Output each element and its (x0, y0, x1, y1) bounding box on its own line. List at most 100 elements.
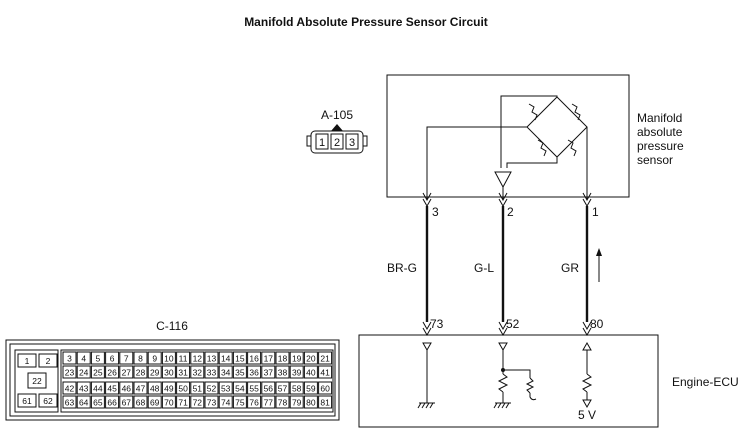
ecu-pin-52: 52 (506, 317, 520, 331)
c116-pin-70: 70 (164, 398, 174, 408)
c116-pin-41: 41 (320, 368, 330, 378)
sensor-label-line-4: sensor (637, 153, 673, 167)
c116-pin-cell (176, 351, 191, 365)
c116-pin-cell (161, 395, 176, 409)
c116-pin-76: 76 (249, 398, 259, 408)
c116-pin-cell (218, 381, 233, 395)
c116-pin-cell (190, 381, 205, 395)
c116-pin-cell (232, 381, 247, 395)
wire-gr: 1 GR 80 (561, 192, 604, 337)
c116-pin-cell (232, 365, 247, 379)
c116-pin-cell (147, 395, 162, 409)
c116-pin-21: 21 (320, 354, 330, 364)
sensor-label-line-3: pressure (637, 139, 684, 153)
c116-pin-cell (247, 365, 262, 379)
c116-pin-1: 1 (25, 356, 30, 366)
c116-pin-25: 25 (93, 368, 103, 378)
c116-pin-cell (275, 381, 290, 395)
c116-pin-47: 47 (136, 384, 146, 394)
c116-pin-73: 73 (207, 398, 217, 408)
c116-pin-3: 3 (67, 354, 72, 364)
c116-pin-cell (247, 395, 262, 409)
c116-pin-64: 64 (79, 398, 89, 408)
c116-pin-30: 30 (164, 368, 174, 378)
ground-symbol (493, 402, 511, 409)
c116-pin-cell (218, 351, 233, 365)
c116-pin-cell (204, 381, 219, 395)
connector-a105-label: A-105 (321, 108, 353, 122)
c116-pin-27: 27 (122, 368, 132, 378)
c116-pin-cell (76, 395, 91, 409)
wire-color-br-g: BR-G (387, 261, 417, 275)
c116-pin-cell (62, 365, 77, 379)
c116-pin-77: 77 (264, 398, 274, 408)
c116-pin-2: 2 (46, 356, 51, 366)
c116-pin-cell (105, 395, 120, 409)
c116-pin-cell (275, 395, 290, 409)
c116-pin-cell (275, 351, 290, 365)
c116-pin-cell (133, 351, 148, 365)
c116-pin-67: 67 (122, 398, 132, 408)
c116-pin-23: 23 (65, 368, 75, 378)
c116-pin-cell (218, 395, 233, 409)
c116-pin-50: 50 (178, 384, 188, 394)
c116-pin-35: 35 (235, 368, 245, 378)
c116-pin-cell (105, 365, 120, 379)
connector-c116-label: C-116 (156, 319, 188, 333)
c116-pin-cell (147, 365, 162, 379)
c116-pin-cell (76, 351, 91, 365)
c116-pin-cell (119, 395, 134, 409)
c116-pin-57: 57 (278, 384, 288, 394)
c116-pin-cell (90, 381, 105, 395)
c116-pin-62: 62 (43, 396, 53, 406)
c116-pin-cell (90, 395, 105, 409)
c116-pin-cell (318, 381, 333, 395)
c116-pin-53: 53 (221, 384, 231, 394)
c116-pin-cell (204, 395, 219, 409)
c116-pin-cell (275, 365, 290, 379)
c116-pin-cell (161, 351, 176, 365)
c116-pin-17: 17 (264, 354, 274, 364)
c116-pin-54: 54 (235, 384, 245, 394)
c116-pin-74: 74 (221, 398, 231, 408)
c116-pin-cell (289, 365, 304, 379)
c116-pin-71: 71 (178, 398, 188, 408)
c116-pin-31: 31 (178, 368, 188, 378)
c116-pin-56: 56 (264, 384, 274, 394)
sensor-block: Manifold absolute pressure sensor (386, 74, 684, 200)
wire-g-l: 2 G-L 52 (474, 192, 520, 337)
connector-a105: A-105 1 2 3 (306, 108, 368, 154)
sensor-pin-3: 3 (432, 205, 439, 219)
c116-pin-32: 32 (193, 368, 203, 378)
c116-pin-16: 16 (249, 354, 259, 364)
c116-pin-cell (190, 365, 205, 379)
ecu-pin-73: 73 (430, 317, 444, 331)
c116-pin-48: 48 (150, 384, 160, 394)
c116-pin-68: 68 (136, 398, 146, 408)
c116-pin-79: 79 (292, 398, 302, 408)
ecu-box (358, 334, 659, 428)
c116-pin-cell (119, 351, 134, 365)
c116-pin-cell (261, 395, 276, 409)
c116-pin-13: 13 (207, 354, 217, 364)
c116-pin-cell (318, 351, 333, 365)
c116-pin-15: 15 (235, 354, 245, 364)
sensor-label-line-1: Manifold (637, 111, 682, 125)
c116-pin-78: 78 (278, 398, 288, 408)
c116-pin-34: 34 (221, 368, 231, 378)
c116-pin-cell (133, 381, 148, 395)
a105-pin-2: 2 (334, 137, 340, 149)
c116-pin-cell (90, 351, 105, 365)
c116-pin-5: 5 (96, 354, 101, 364)
wire-color-gr: GR (561, 261, 579, 275)
c116-pin-cell (119, 381, 134, 395)
sensor-pin-2: 2 (507, 205, 514, 219)
c116-pin-cell (161, 381, 176, 395)
sensor-box (386, 74, 630, 198)
c116-pin-cell (218, 365, 233, 379)
c116-pin-cell (303, 365, 318, 379)
c116-pin-cell (303, 381, 318, 395)
c116-pin-cell (90, 365, 105, 379)
